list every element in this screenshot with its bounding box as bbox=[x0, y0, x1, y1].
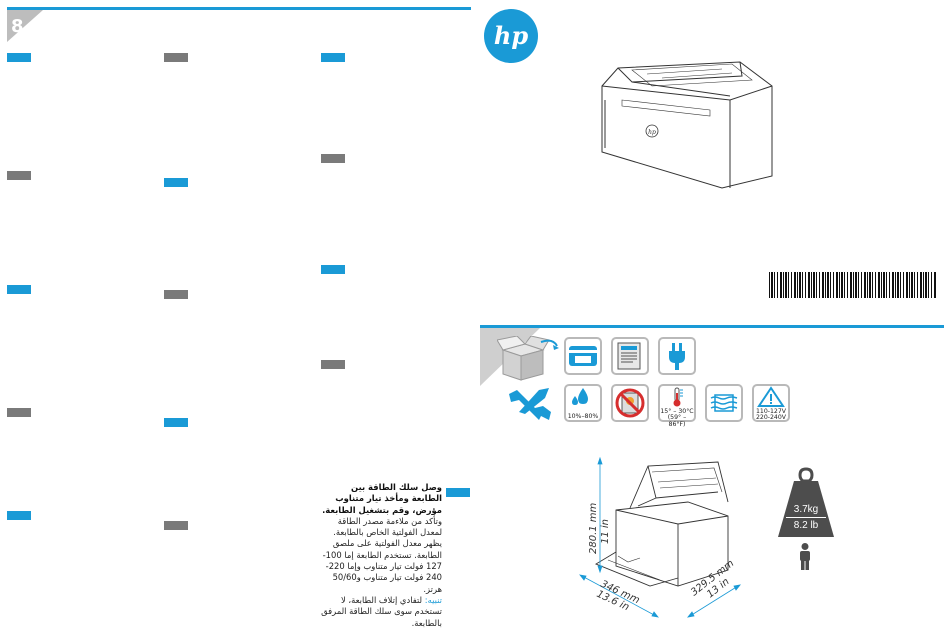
lang-marker bbox=[321, 53, 345, 62]
power-tile bbox=[658, 337, 696, 375]
one-person-icon bbox=[796, 543, 814, 571]
humidity-tile: 10%–80% bbox=[564, 384, 602, 422]
step-tab-corner: 8 bbox=[7, 10, 43, 42]
lang-marker bbox=[164, 290, 188, 299]
weight-divider bbox=[786, 517, 826, 518]
printer-dimensions-illustration bbox=[578, 452, 748, 620]
arabic-notice: وصل سلك الطاقة بين الطابعة ومأخذ تيار مت… bbox=[318, 482, 442, 629]
lang-marker bbox=[321, 265, 345, 274]
height-in: 11 in bbox=[600, 519, 611, 544]
documents-icon bbox=[617, 342, 641, 370]
temperature-label-f: (59° – 86°F) bbox=[667, 414, 687, 428]
lang-marker bbox=[7, 408, 31, 417]
warning-triangle-icon bbox=[757, 386, 785, 407]
airflow-icon bbox=[710, 394, 738, 412]
temperature-label-c: 15° – 30°C bbox=[660, 408, 694, 415]
left-top-rule bbox=[7, 7, 471, 10]
caution-label: تنبيه: bbox=[424, 594, 442, 605]
svg-text:8: 8 bbox=[11, 16, 24, 37]
lang-marker bbox=[7, 511, 31, 520]
weight-icon bbox=[776, 467, 836, 539]
temperature-tile: 15° – 30°C (59° – 86°F) bbox=[658, 384, 696, 428]
thermometer-icon bbox=[673, 387, 683, 407]
voltage-tile: 110-127V 220-240V bbox=[752, 384, 790, 422]
lang-marker bbox=[164, 521, 188, 530]
height-mm: 280.1 mm bbox=[588, 502, 599, 554]
voltage-label-low: 110-127V bbox=[755, 408, 787, 415]
lang-marker bbox=[164, 53, 188, 62]
lang-marker-arabic bbox=[446, 488, 470, 497]
lang-marker bbox=[7, 285, 31, 294]
water-drops-icon bbox=[572, 388, 588, 405]
tray-tile bbox=[564, 337, 602, 375]
hp-logo: hp bbox=[483, 8, 539, 64]
weight-kg: 3.7kg bbox=[793, 504, 819, 515]
weight-lb: 8.2 lb bbox=[793, 520, 819, 531]
power-plug-icon bbox=[669, 343, 685, 370]
lang-marker bbox=[321, 360, 345, 369]
width-dimension-label: 346 mm 13.6 in bbox=[594, 576, 654, 616]
lang-marker bbox=[7, 53, 31, 62]
arabic-notice-caution: تنبيه: لتفادي إتلاف الطابعة، لا تستخدم س… bbox=[318, 595, 442, 629]
right-mid-rule bbox=[480, 325, 944, 328]
barcode bbox=[769, 272, 937, 298]
caution-text: لتفادي إتلاف الطابعة، لا تستخدم سوى سلك … bbox=[321, 594, 442, 628]
arabic-notice-title: وصل سلك الطاقة بين الطابعة ومأخذ تيار مت… bbox=[322, 482, 442, 515]
voltage-label-high: 220-240V bbox=[755, 414, 787, 421]
unpack-box-icon bbox=[496, 335, 559, 382]
lang-marker bbox=[321, 154, 345, 163]
height-dimension-label: 280.1 mm 11 in bbox=[574, 488, 634, 560]
arabic-notice-body: وتأكد من ملاءمة مصدر الطاقة لمعدل الفولت… bbox=[322, 515, 442, 594]
no-sunlight-tile bbox=[611, 384, 649, 422]
printer-illustration: hp bbox=[592, 56, 778, 190]
printer-tray-icon bbox=[569, 346, 597, 366]
lang-marker bbox=[164, 418, 188, 427]
humidity-label: 10%–80% bbox=[567, 413, 599, 420]
svg-text:hp: hp bbox=[648, 129, 656, 136]
lang-marker bbox=[7, 171, 31, 180]
no-direct-sunlight-icon bbox=[615, 388, 645, 418]
document-tile bbox=[611, 337, 649, 375]
wrench-icon bbox=[505, 386, 555, 422]
lang-marker bbox=[164, 178, 188, 187]
hp-logo-text: hp bbox=[494, 21, 528, 50]
ventilation-tile bbox=[705, 384, 743, 422]
depth-dimension-label: 329.5 mm 13 in bbox=[686, 558, 746, 616]
